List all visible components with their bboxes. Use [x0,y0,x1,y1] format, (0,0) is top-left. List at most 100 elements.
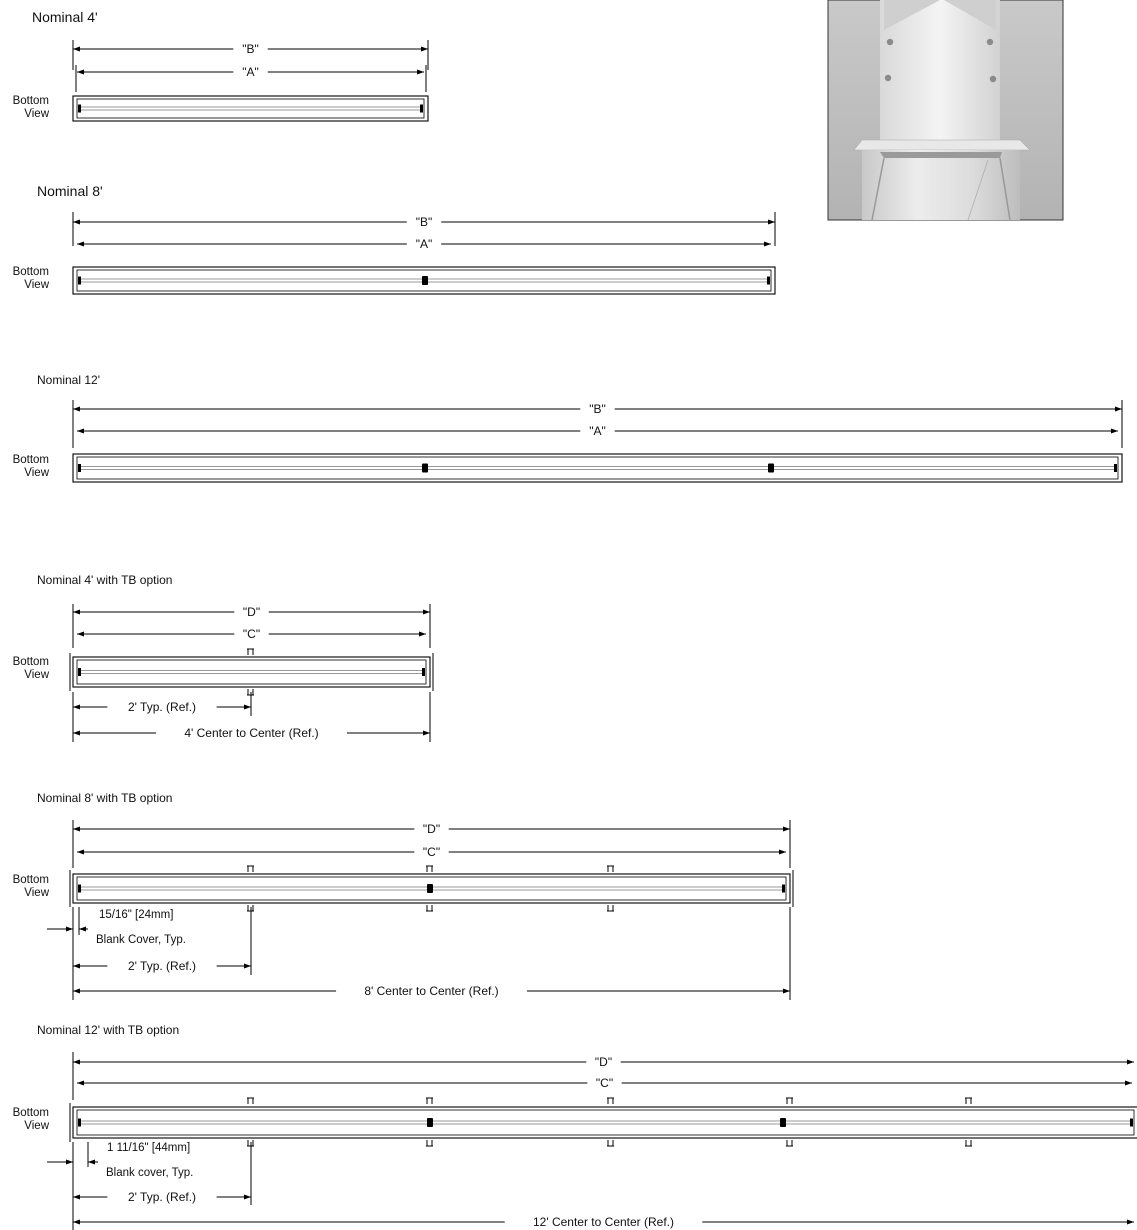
bottom-view-label: Bottom [13,454,49,466]
arrowhead [77,849,84,855]
arrowhead [77,241,84,247]
bottom-view-label: View [24,467,49,479]
arrowhead [244,1194,251,1200]
bottom-view-label: Bottom [13,95,49,107]
end-cap [78,276,81,285]
arrowhead [88,1159,95,1165]
arrowhead [73,219,80,225]
bottom-view-label: Bottom [13,874,49,886]
dimension-label: "B" [589,402,606,416]
dimension-label: 8' Center to Center (Ref.) [364,984,498,998]
fixture-housing [72,95,429,122]
bottom-view-label: Bottom [13,656,49,668]
arrowhead [421,46,428,52]
tbar-clip [426,865,433,872]
arrowhead [244,963,251,969]
fixture-housing [72,453,1123,483]
arrowhead [73,704,80,710]
dimension-label: "C" [243,627,260,641]
blank-cover-size: 1 11/16" [44mm] [107,1142,190,1154]
arrowhead [73,826,80,832]
arrowhead [768,219,775,225]
tbar-clip [247,865,254,872]
section-title: Nominal 12' with TB option [37,1023,179,1037]
tbar-clip [607,1097,614,1104]
fixture-lens [76,98,425,119]
arrowhead [77,428,84,434]
dimension-label: "D" [423,822,440,836]
arrowhead [73,963,80,969]
arrowhead [1127,1219,1134,1225]
bottom-view-label: View [24,279,49,291]
dimension-label: "D" [595,1055,612,1069]
arrowhead [73,988,80,994]
dimension-label: "B" [416,215,433,229]
blank-cover-size: 15/16" [24mm] [99,909,173,921]
end-cap [767,276,770,285]
arrowhead [66,926,73,932]
arrowhead [66,1159,73,1165]
arrowhead [423,730,430,736]
dimension-label: 2' Typ. (Ref.) [128,700,196,714]
arrowhead [1111,428,1118,434]
end-cap [78,1118,81,1127]
arrowhead [77,69,84,75]
arrowhead [779,849,786,855]
arrowhead [73,406,80,412]
arrowhead [77,1080,84,1086]
tbar-clip [786,1140,793,1147]
tbar-clip [965,1097,972,1104]
tbar-clip [426,1097,433,1104]
tbar-clip [426,1140,433,1147]
bottom-view-label: View [24,669,49,681]
fixture-photo [827,0,1064,221]
arrowhead [1115,406,1122,412]
arrowhead [73,609,80,615]
arrowhead [73,46,80,52]
arrowhead [423,609,430,615]
dimension-label: "A" [242,65,259,79]
bottom-view-label: View [24,1120,49,1132]
fixture-lens [76,456,1119,480]
arrowhead [1125,1080,1132,1086]
tbar-clip [607,1140,614,1147]
arrowhead [783,826,790,832]
section-title: Nominal 4' [32,9,98,25]
tbar-clip [607,905,614,912]
dimension-label: "C" [423,845,440,859]
section-title: Nominal 4' with TB option [37,573,172,587]
section-title: Nominal 12' [37,373,100,387]
fixture-lens [76,269,772,292]
arrowhead [783,988,790,994]
end-cap [78,104,81,113]
tbar-clip [247,648,254,655]
section-title: Nominal 8' with TB option [37,791,172,805]
dimension-label: 2' Typ. (Ref.) [128,1190,196,1204]
bottom-view-label: View [24,887,49,899]
tbar-clip [607,865,614,872]
fixture-lens [76,659,427,685]
end-cap [78,884,81,893]
section-title: Nominal 8' [37,183,103,199]
arrowhead [244,704,251,710]
arrowhead [77,631,84,637]
arrowhead [79,926,86,932]
blank-cover-label: Blank cover, Typ. [106,1167,193,1179]
bottom-view-label: Bottom [13,266,49,278]
arrowhead [1127,1059,1134,1065]
end-cap [782,884,785,893]
end-cap [1130,1118,1133,1127]
end-cap [420,104,423,113]
arrowhead [73,730,80,736]
dimension-label: "C" [596,1076,613,1090]
dimension-label: 12' Center to Center (Ref.) [533,1215,674,1229]
dimension-label: "D" [243,605,260,619]
tbar-clip [965,1140,972,1147]
arrowhead [73,1059,80,1065]
tbar-clip [426,905,433,912]
dimension-label: 4' Center to Center (Ref.) [184,726,318,740]
end-cap [78,668,81,676]
fixture-lens [76,876,787,901]
dimension-label: "A" [589,424,606,438]
tbar-clip [247,1097,254,1104]
